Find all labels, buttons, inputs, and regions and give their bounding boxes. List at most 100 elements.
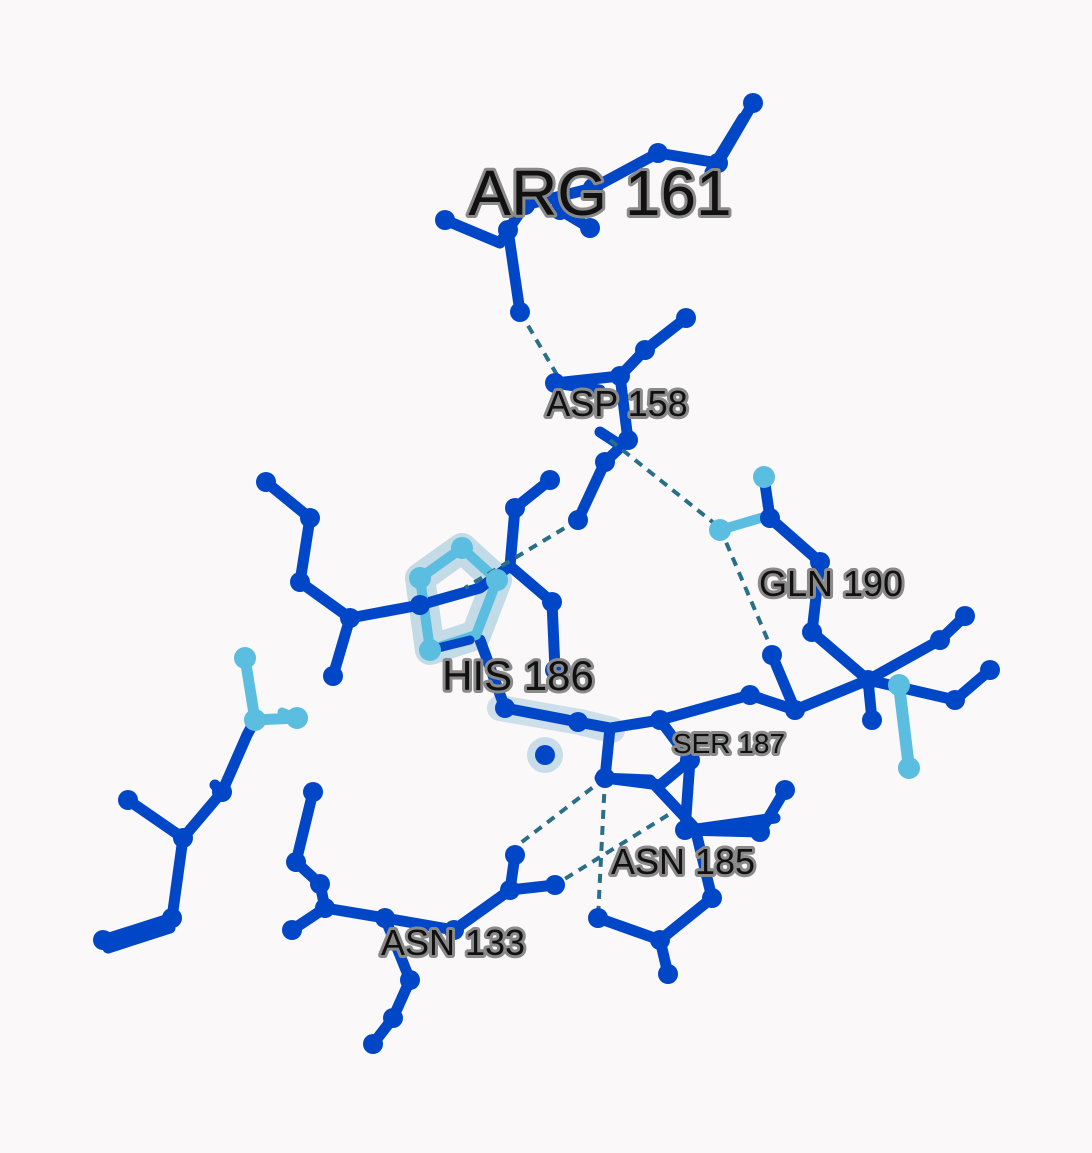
atom-carbon bbox=[568, 712, 588, 732]
atom-carbon bbox=[595, 452, 615, 472]
label-asn185: ASN 185 bbox=[611, 841, 755, 882]
atom-highlight bbox=[286, 707, 308, 729]
atom-carbon bbox=[568, 510, 588, 530]
hbond bbox=[503, 776, 607, 857]
atom-highlight bbox=[419, 639, 441, 661]
label-gln190: GLN 190 bbox=[759, 563, 903, 604]
atom-carbon bbox=[410, 595, 430, 615]
atom-carbon bbox=[595, 768, 615, 788]
atom-carbon bbox=[708, 153, 728, 173]
bond-left-residue bbox=[97, 714, 261, 946]
atom-carbon bbox=[648, 143, 668, 163]
atom-carbon bbox=[282, 920, 302, 940]
atom-carbon bbox=[363, 1034, 383, 1054]
hbond bbox=[608, 438, 722, 530]
atom-carbon bbox=[315, 898, 335, 918]
atom-carbon bbox=[290, 572, 310, 592]
bond-gln190 bbox=[862, 610, 971, 686]
bond-ser187 bbox=[604, 689, 801, 734]
atom-carbon bbox=[635, 340, 655, 360]
atom-highlight bbox=[753, 466, 775, 488]
atom-carbon bbox=[495, 698, 515, 718]
atom-carbon bbox=[340, 608, 360, 628]
atom-carbon bbox=[300, 508, 320, 528]
atom-carbon bbox=[610, 366, 630, 386]
bond-asn133 bbox=[367, 912, 416, 1050]
atom-carbon bbox=[955, 606, 975, 626]
atom-carbon bbox=[323, 666, 343, 686]
bond-gln-light bbox=[893, 679, 915, 774]
bond-left-residue bbox=[122, 794, 189, 844]
atom-carbon bbox=[400, 970, 420, 990]
label-asp158: ASP 158 bbox=[546, 383, 687, 424]
atom-carbon bbox=[310, 874, 330, 894]
atom-carbon bbox=[588, 908, 608, 928]
hbond bbox=[518, 310, 562, 382]
bond-asp158 bbox=[572, 370, 634, 526]
bond-his186-sidechain bbox=[474, 634, 616, 734]
atom-highlight bbox=[709, 519, 731, 541]
bond-his186-sidechain bbox=[327, 612, 356, 682]
atom-carbon bbox=[545, 373, 565, 393]
atom-highlight bbox=[244, 709, 266, 731]
atom-carbon bbox=[760, 508, 780, 528]
atom-carbon bbox=[303, 782, 323, 802]
atom-carbon bbox=[505, 498, 525, 518]
atom-carbon bbox=[583, 178, 603, 198]
atom-carbon bbox=[498, 220, 518, 240]
atom-carbon bbox=[580, 218, 600, 238]
atom-carbon bbox=[802, 622, 822, 642]
bond-ser187 bbox=[684, 812, 781, 836]
atom-carbon bbox=[383, 1008, 403, 1028]
atom-carbon bbox=[550, 200, 570, 220]
atom-carbon bbox=[542, 592, 562, 612]
atom-highlight bbox=[451, 537, 473, 559]
atom-carbon bbox=[650, 710, 670, 730]
residue-labels: ARG 161 ASP 158 GLN 190 HIS 186 SER 187 … bbox=[378, 154, 906, 966]
atom-carbon bbox=[658, 964, 678, 984]
label-his186: HIS 186 bbox=[442, 652, 594, 699]
atom-carbon bbox=[545, 660, 565, 680]
atom-highlight bbox=[888, 674, 910, 696]
atom-carbon bbox=[212, 782, 232, 802]
atom-carbon bbox=[500, 880, 520, 900]
atom-carbon bbox=[375, 908, 395, 928]
hbond bbox=[718, 527, 774, 651]
atom-carbon bbox=[435, 210, 455, 230]
atom-carbon bbox=[515, 195, 535, 215]
atom-carbon bbox=[740, 685, 760, 705]
atom-carbon bbox=[743, 93, 763, 113]
atom-carbon bbox=[545, 875, 565, 895]
atoms bbox=[93, 93, 1000, 1054]
atom-carbon bbox=[702, 888, 722, 908]
atom-carbon bbox=[256, 472, 276, 492]
atom-carbon bbox=[118, 790, 138, 810]
atom-highlight bbox=[409, 567, 431, 589]
atom-highlight bbox=[898, 757, 920, 779]
atom-carbon bbox=[540, 470, 560, 490]
label-arg161: ARG 161 bbox=[468, 157, 731, 229]
atom-carbon bbox=[945, 690, 965, 710]
atom-carbon bbox=[862, 710, 882, 730]
hbond bbox=[553, 813, 670, 887]
label-ser187: SER 187 bbox=[673, 728, 785, 759]
atom-carbon bbox=[785, 700, 805, 720]
atom-carbon bbox=[93, 930, 113, 950]
atom-carbon bbox=[676, 308, 696, 328]
atom-carbon bbox=[858, 670, 878, 690]
atom-carbon bbox=[505, 845, 525, 865]
atom-carbon bbox=[535, 745, 555, 765]
atom-carbon bbox=[510, 302, 530, 322]
atom-carbon bbox=[810, 552, 830, 572]
bond-left-residue bbox=[102, 922, 176, 954]
atom-carbon bbox=[173, 828, 193, 848]
atom-carbon bbox=[680, 750, 700, 770]
atom-carbon bbox=[286, 852, 306, 872]
hbond bbox=[596, 777, 607, 919]
hbond bbox=[463, 518, 580, 590]
atom-carbon bbox=[444, 920, 464, 940]
atom-carbon bbox=[775, 780, 795, 800]
atom-carbon bbox=[750, 822, 770, 842]
bond-asn185 bbox=[592, 772, 718, 946]
